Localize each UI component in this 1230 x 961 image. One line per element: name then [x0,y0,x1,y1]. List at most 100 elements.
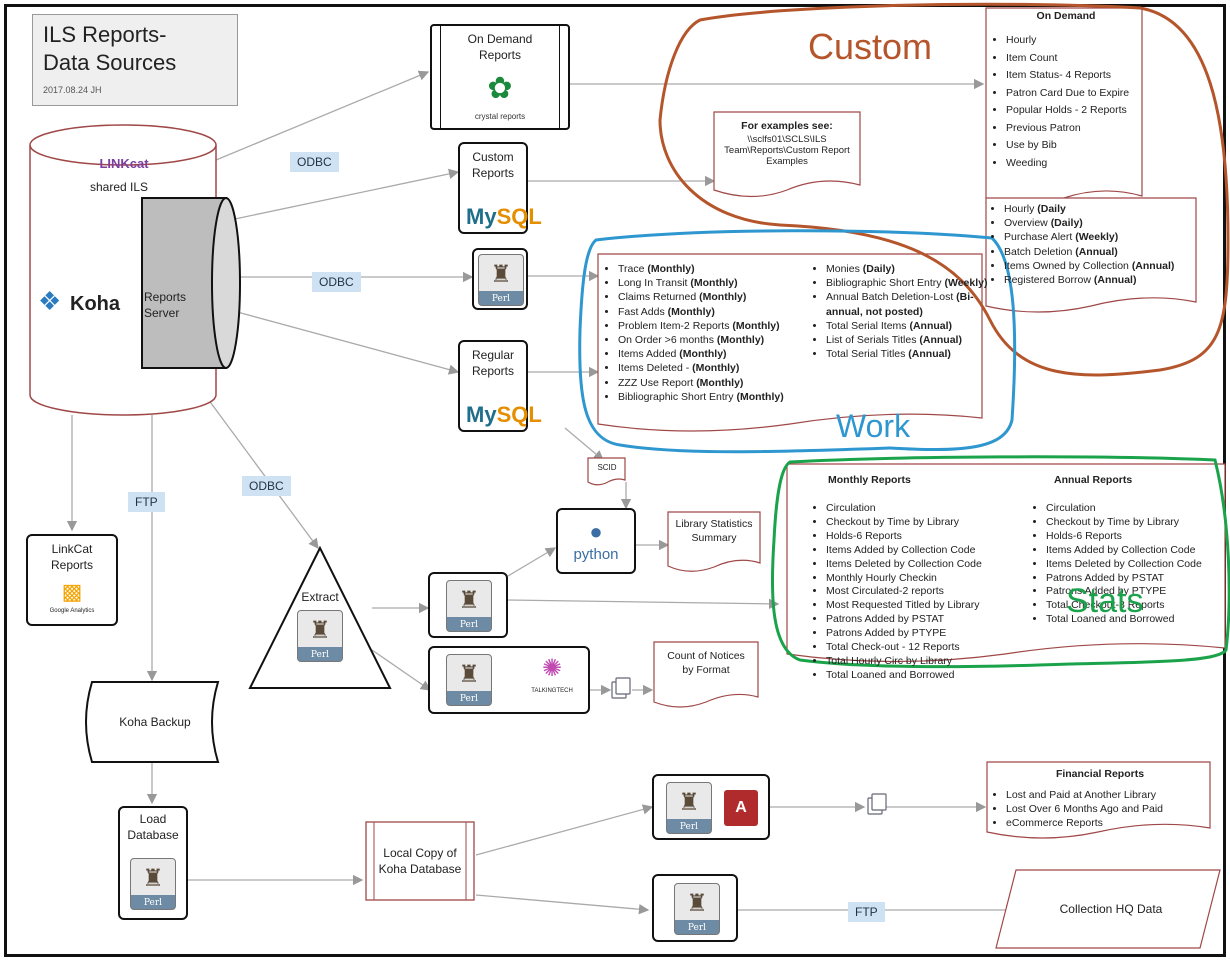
crystal-reports-brand: crystal reports [474,112,526,121]
talkingtech-label: TALKINGTECH [531,688,573,694]
perl-talkingtech-node: ♜Perl ✺ TALKINGTECH [428,646,590,714]
perl-camel-icon: ♜Perl [297,610,343,662]
list-item: Batch Deletion (Annual) [1004,245,1196,259]
annual-title: Annual Reports [1054,474,1133,486]
perl-camel-icon: ♜Perl [674,883,720,935]
custom-line1: Custom [472,150,514,164]
list-item: On Order >6 months (Monthly) [618,333,828,347]
custom-list: Hourly (DailyOverview (Daily)Purchase Al… [988,202,1196,287]
on-demand-list-doc: On Demand HourlyItem CountItem Status- 4… [990,10,1142,172]
list-item: Patrons Added by PSTAT [826,613,1056,627]
extract-label: Extract [301,590,339,604]
talkingtech-logo-icon: ✺ [541,655,563,682]
arrow-local-perl [475,804,654,856]
monthly-list: CirculationCheckout by Time by LibraryHo… [810,502,1056,683]
list-item: Weeding [1006,155,1142,173]
on-demand-list: HourlyItem CountItem Status- 4 ReportsPa… [990,32,1142,172]
notices-doc-shape [653,641,759,708]
perl-camel-icon: ♜Perl [478,254,524,306]
stats-annotation-loop [770,455,1230,669]
on-demand-line2: Reports [478,48,522,62]
list-item: Fast Adds (Monthly) [618,305,828,319]
regular-line1: Regular [471,348,515,362]
stats-annotation-label: Stats [1066,582,1144,620]
list-item: Long In Transit (Monthly) [618,276,828,290]
custom-annotation-loop [658,2,1230,377]
scid-label: SCID [597,463,617,472]
arrow-local-perl2 [475,894,650,915]
work-annotation-loop [578,229,1017,454]
notices-line2: by Format [682,664,730,676]
linkcat-reports-line1: LinkCat [51,542,93,556]
list-item: Monies (Daily) [826,262,998,276]
list-item: Item Count [1006,50,1142,68]
list-item: Patrons Added by PTYPE [1046,585,1230,599]
annual-list: CirculationCheckout by Time by LibraryHo… [1030,502,1230,627]
load-line2: Database [127,828,179,842]
perl-access-node: ♜Perl A [652,774,770,840]
list-item: Checkout by Time by Library [1046,516,1230,530]
koha-logo: Koha [70,293,120,315]
libstats-doc-shape [667,511,761,572]
server-label-line2: Server [144,306,180,320]
custom-annotation-label: Custom [808,26,933,67]
local-copy-line1: Local Copy of [383,846,457,860]
list-item: Most Requested Titled by Library [826,599,1056,613]
mysql-logo: MySQL [466,204,542,229]
list-item: List of Serials Titles (Annual) [826,333,998,347]
financial-title: Financial Reports [1055,768,1145,780]
list-item: Monthly Hourly Checkin [826,572,1056,586]
title-line1: ILS Reports- [43,22,167,47]
linkcat-reports-line2: Reports [50,558,94,572]
list-item: Overview (Daily) [1004,216,1196,230]
odbc-tag-mid: ODBC [312,272,361,292]
server-label-line1: Reports [144,290,187,304]
list-item: Items Owned by Collection (Annual) [1004,259,1196,273]
list-item: Circulation [1046,502,1230,516]
load-database-node: Load Database ♜Perl [118,806,188,920]
list-item: Items Deleted - (Monthly) [618,361,828,375]
list-item: Holds-6 Reports [826,530,1056,544]
arrow-db-custom [229,168,460,221]
python-label: python [573,546,619,563]
list-item: Total Checkout-8 Reports [1046,599,1230,613]
list-item: Hourly (Daily [1004,202,1196,216]
list-item: Total Loaned and Borrowed [1046,613,1230,627]
access-icon: A [724,790,758,826]
examples-path: \\sclfs01\SCLS\ILS Team\Reports\Custom R… [724,134,850,167]
koha-backup-label: Koha Backup [119,715,191,729]
notices-line1: Count of Notices [667,650,745,662]
list-item: Lost Over 6 Months Ago and Paid [1006,802,1210,816]
local-copy-line2: Koha Database [378,862,462,876]
stats-doc-shape [786,463,1226,663]
regular-list-right: Monies (Daily)Bibliographic Short Entry … [810,262,998,361]
list-item: Checkout by Time by Library [826,516,1056,530]
list-item: Patron Card Due to Expire [1006,85,1142,103]
server-cylinder [141,197,241,369]
libstats-line2: Summary [691,532,737,544]
financial-list: Lost and Paid at Another LibraryLost Ove… [990,788,1210,831]
on-demand-line1: On Demand [467,32,533,46]
title-box: ILS Reports- Data Sources 2017.08.24 JH [32,14,238,106]
python-node: ● python [556,508,636,574]
examples-title: For examples see: [741,120,833,132]
list-item: Previous Patron [1006,120,1142,138]
list-item: Registered Borrow (Annual) [1004,273,1196,287]
regular-list-left: Trace (Monthly)Long In Transit (Monthly)… [602,262,828,404]
list-item: eCommerce Reports [1006,816,1210,830]
google-analytics-icon: ▩ [61,579,83,604]
odbc-tag-low: ODBC [242,476,291,496]
scid-doc-shape [587,457,626,486]
regular-reports-node: Regular Reports MySQL [458,340,542,432]
arrow-extract-perl2 [371,649,432,691]
work-annotation-label: Work [836,408,911,444]
shared-ils-label: shared ILS [89,180,149,194]
load-line1: Load [139,812,167,826]
linkcat-reports-node: LinkCat Reports ▩ Google Analytics [26,534,118,626]
financial-doc-shape [986,761,1211,839]
collectionhq-shape [995,869,1221,949]
arrow-server-regular [229,309,460,375]
list-item: Most Circulated-2 reports [826,585,1056,599]
list-item: Items Deleted by Collection Code [826,558,1056,572]
